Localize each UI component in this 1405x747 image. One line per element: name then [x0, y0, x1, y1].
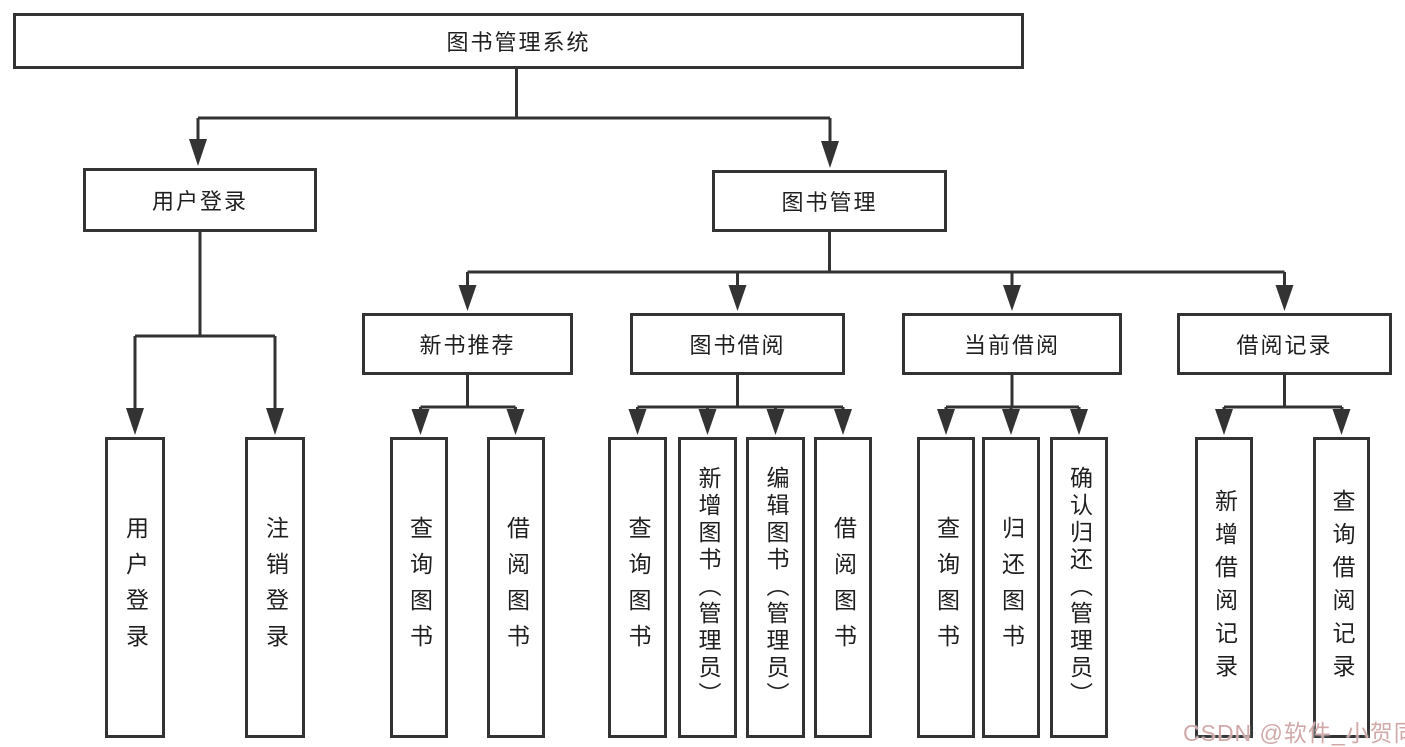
arrowhead	[458, 285, 477, 311]
arrowhead	[126, 408, 144, 435]
node-label: 用户登录	[151, 189, 248, 214]
node-label: 查询图书	[406, 515, 433, 660]
node-label: 当前借阅	[963, 333, 1060, 358]
node-label: 查询图书	[933, 515, 960, 660]
connector-currentborrow-children	[937, 375, 1088, 435]
connector-root-to-level2	[189, 69, 839, 168]
arrowhead	[821, 141, 839, 168]
arrowhead	[266, 408, 284, 435]
arrowhead	[1070, 409, 1088, 435]
node-label: 图书管理	[781, 190, 878, 215]
arrowhead	[411, 409, 430, 435]
node-query-borrow-record: 查询借阅记录	[1313, 437, 1370, 738]
node-label: 注销登录	[262, 515, 289, 660]
arrowhead	[698, 409, 717, 435]
node-label: 确认归还（管理员）	[1066, 466, 1093, 709]
arrowhead	[1003, 285, 1021, 311]
node-book-borrowing: 图书借阅	[630, 313, 845, 375]
arrowhead	[1332, 409, 1351, 435]
arrowhead	[766, 409, 785, 435]
node-label: 用户登录	[122, 515, 149, 660]
node-book-management: 图书管理	[712, 170, 947, 232]
node-label: 图书借阅	[689, 333, 786, 358]
node-root: 图书管理系统	[13, 13, 1024, 69]
node-logout: 注销登录	[245, 437, 305, 738]
csdn-watermark: CSDN @软件_小贺同学	[1183, 720, 1405, 746]
node-label: 新增借阅记录	[1211, 488, 1238, 687]
arrowhead	[1215, 409, 1233, 435]
arrowhead	[834, 409, 852, 435]
node-root-label: 图书管理系统	[446, 30, 591, 55]
node-label: 借阅图书	[503, 515, 530, 660]
node-label: 借阅图书	[830, 515, 857, 660]
arrowhead	[937, 409, 955, 435]
node-edit-books-admin: 编辑图书（管理员）	[746, 437, 805, 738]
arrowhead	[628, 409, 647, 435]
node-new-book-recommend: 新书推荐	[362, 313, 573, 375]
node-label: 查询图书	[625, 515, 651, 660]
node-label: 新增图书（管理员）	[695, 466, 721, 709]
connector-userlogin-children	[126, 232, 284, 435]
node-user-login: 用户登录	[105, 437, 165, 738]
node-borrow-books-2: 借阅图书	[814, 437, 872, 738]
node-add-borrow-record: 新增借阅记录	[1195, 437, 1253, 738]
connector-bookborrow-children	[628, 375, 852, 435]
node-borrowing-records: 借阅记录	[1177, 313, 1392, 375]
arrowhead	[1275, 285, 1294, 311]
node-label: 编辑图书（管理员）	[763, 466, 789, 709]
node-query-books-1: 查询图书	[390, 437, 448, 738]
arrowhead	[189, 139, 207, 166]
node-add-books-admin: 新增图书（管理员）	[678, 437, 737, 738]
node-user-login-module: 用户登录	[83, 168, 317, 232]
node-label: 新书推荐	[419, 333, 516, 358]
node-label: 归还图书	[998, 515, 1025, 660]
node-current-borrowing: 当前借阅	[902, 313, 1122, 375]
connector-bookmgmt-to-level3	[458, 232, 1294, 311]
node-borrow-books-1: 借阅图书	[487, 437, 545, 738]
node-query-books-3: 查询图书	[917, 437, 975, 738]
arrowhead	[506, 409, 525, 435]
connector-newbookrec-children	[411, 375, 525, 435]
node-return-books: 归还图书	[982, 437, 1040, 738]
connector-borrowrecords-children	[1215, 375, 1351, 435]
node-confirm-return-admin: 确认归还（管理员）	[1050, 437, 1108, 738]
node-label: 查询借阅记录	[1329, 488, 1355, 687]
node-query-books-2: 查询图书	[608, 437, 667, 738]
arrowhead	[1002, 409, 1020, 435]
node-label: 借阅记录	[1236, 333, 1333, 358]
arrowhead	[728, 285, 747, 311]
